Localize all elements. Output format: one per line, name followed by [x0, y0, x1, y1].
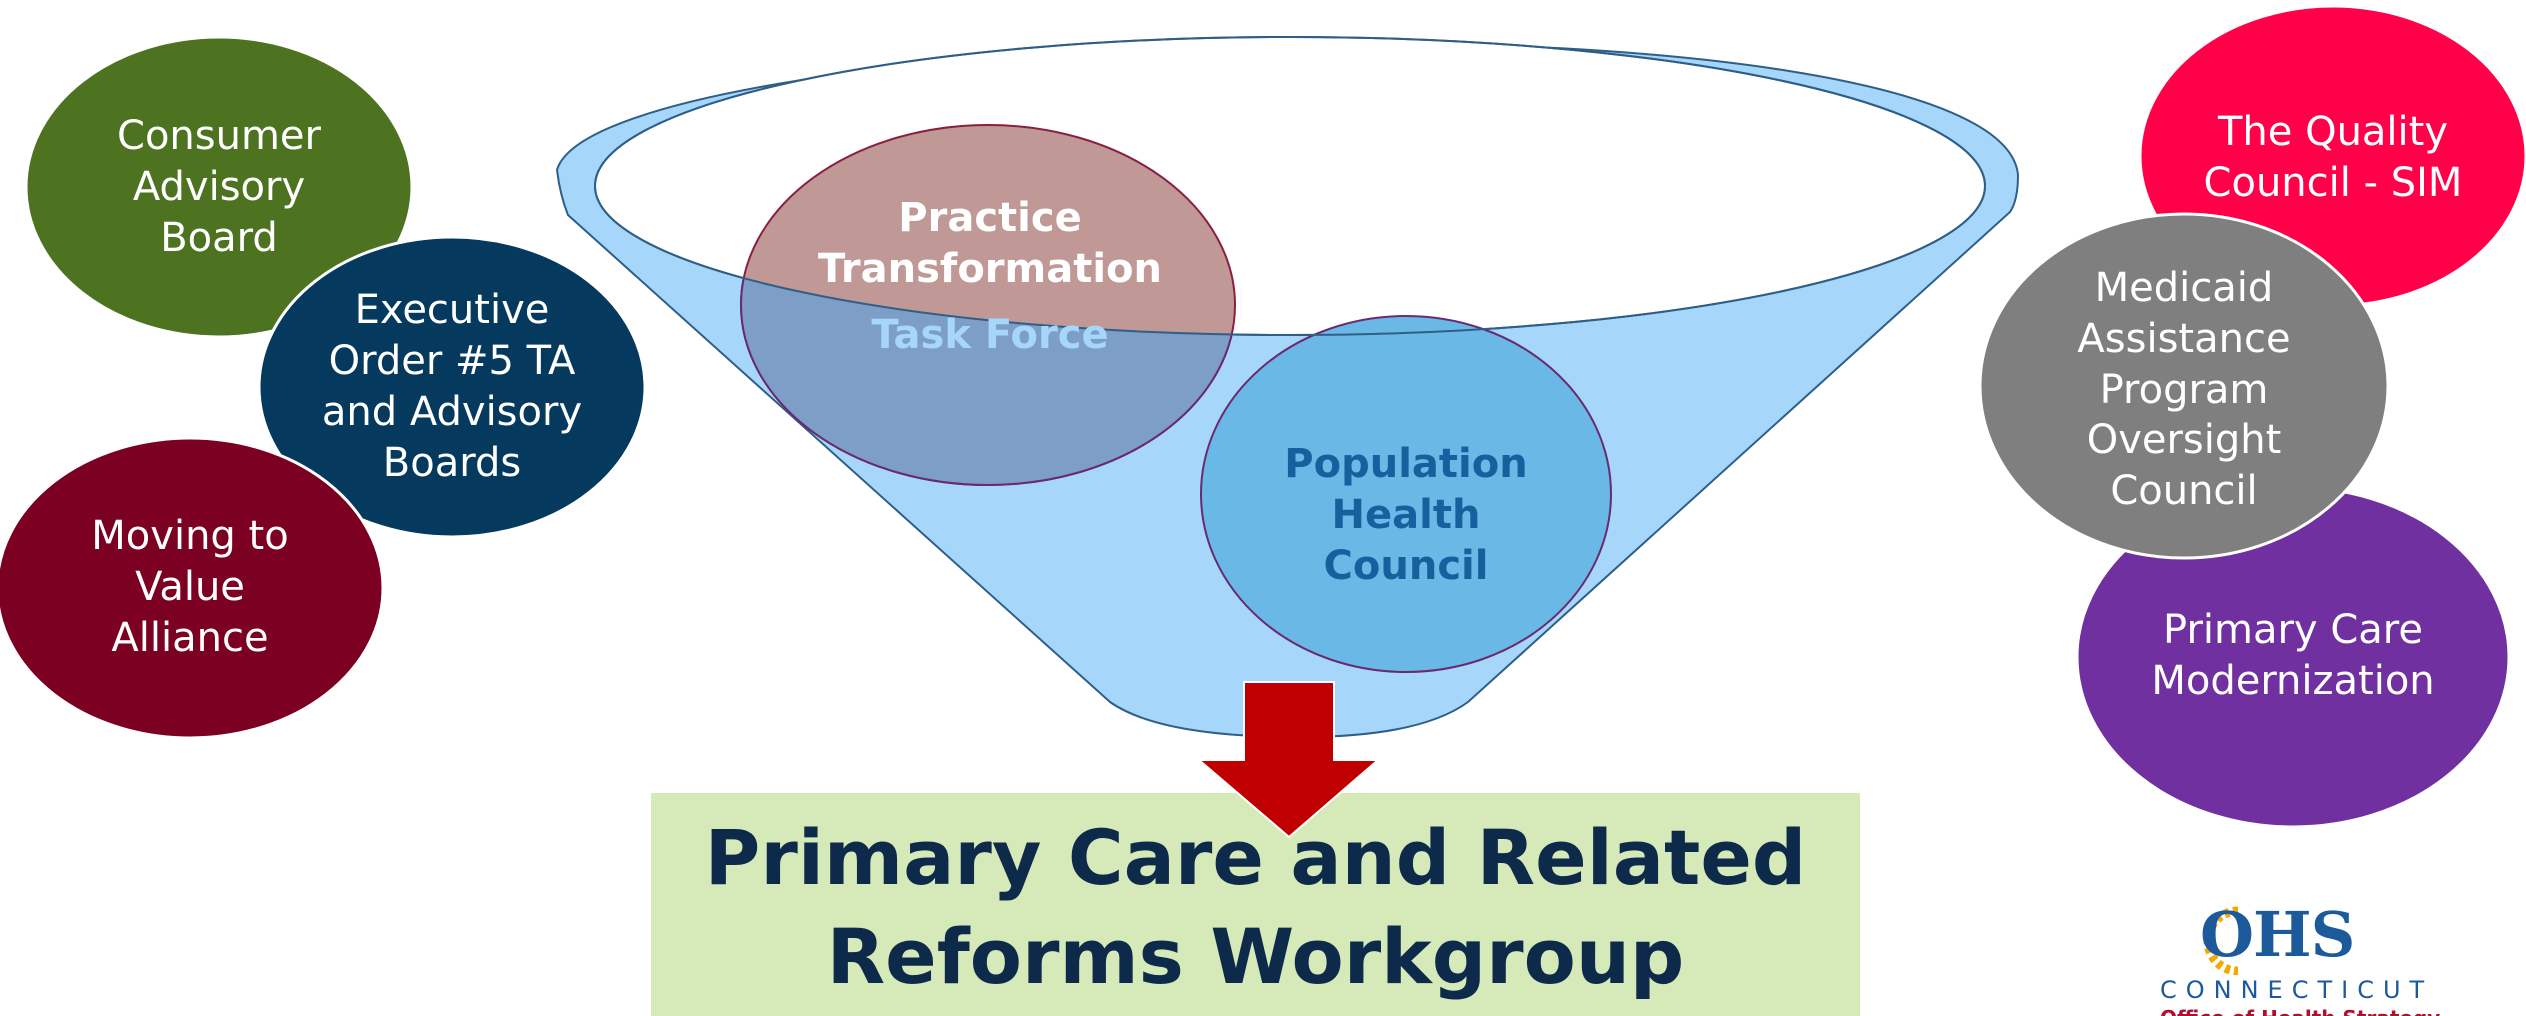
sun-logo-icon [2203, 906, 2239, 975]
population-health-label: Population Health Council [1284, 441, 1528, 589]
logo-tagline: Office of Health Strategy [2160, 1006, 2456, 1016]
logo-main-text: OHS [2200, 898, 2355, 971]
logo-sub-text: CONNECTICUT [2160, 976, 2434, 1004]
practice-transformation-label: Practice Transformation [818, 195, 1162, 292]
executive-order-ellipse [257, 235, 647, 539]
moving-to-value-label: Moving to Value Alliance [91, 513, 289, 661]
moving-to-value-ellipse [0, 436, 385, 740]
consumer-advisory-ellipse [24, 35, 414, 339]
consumer-advisory-label: Consumer Advisory Board [117, 113, 321, 261]
primary-care-modernization-label: Primary Care Modernization [2151, 606, 2435, 704]
quality-council-label: The Quality Council - SIM [2203, 108, 2463, 206]
executive-order-label: Executive Order #5 TA and Advisory Board… [321, 287, 583, 486]
task-force-label: Task Force [871, 311, 1109, 358]
medicaid-oversight-label: Medicaid Assistance Program Oversight Co… [2077, 265, 2291, 515]
workgroup-title: Primary Care and Related Reforms Workgro… [704, 813, 1807, 1001]
medicaid-oversight-ellipse [1978, 212, 2390, 560]
